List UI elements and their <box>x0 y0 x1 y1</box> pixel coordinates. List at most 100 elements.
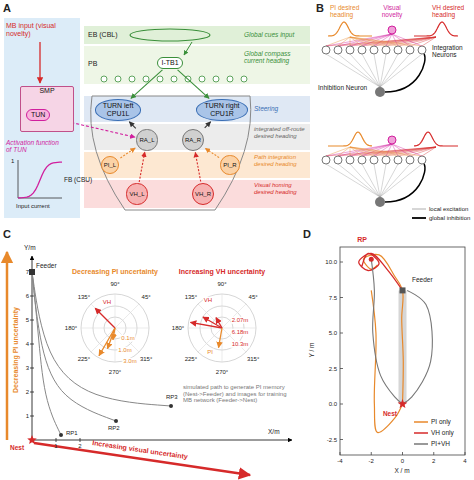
release-point <box>369 257 374 262</box>
axis-tick-label: 1 <box>54 443 57 450</box>
excitation-line <box>350 37 351 46</box>
neuron-circle: RA_L <box>136 129 157 150</box>
excitation-line <box>362 164 380 197</box>
excitation-line <box>380 164 386 197</box>
band-label: integrated off-route desired heading <box>254 126 308 139</box>
node-text: I-TB1 <box>161 59 178 67</box>
legend-sample <box>414 441 428 447</box>
legend-line <box>412 217 426 219</box>
panel-letter: B <box>316 2 324 14</box>
distance-label: 0.1m <box>120 335 135 342</box>
plot-title: Activation function of TUN <box>6 139 62 153</box>
excitation-line <box>410 147 436 156</box>
node-text: VH_R <box>195 191 211 198</box>
angle-label: 90° <box>110 281 119 288</box>
excitation-line <box>326 147 350 156</box>
connector <box>131 70 162 98</box>
excitation-line <box>398 147 436 156</box>
connector <box>178 70 209 98</box>
axis-tick <box>340 262 343 263</box>
legend-text: PI+VH <box>431 440 450 447</box>
axis-tick <box>340 297 343 298</box>
excitation-line <box>338 164 380 197</box>
integration-neuron <box>334 46 342 54</box>
integration-neuron <box>418 46 426 54</box>
node-text: PI_L <box>104 162 116 169</box>
connector <box>205 148 219 157</box>
protocerebral-glomerulus <box>171 76 177 82</box>
axis-tick <box>30 416 34 417</box>
input-label: VH desired heading <box>432 4 472 18</box>
legend-text: PI only <box>431 418 451 425</box>
global-inhibition-line <box>385 54 425 92</box>
excitation-line <box>380 164 398 197</box>
excitation-line <box>380 54 398 87</box>
axis-label: Input current <box>16 203 50 210</box>
axis-tick-label: 6 <box>26 293 29 300</box>
neuron-pill: TUN <box>26 109 50 121</box>
node-text: PI_R <box>223 162 236 169</box>
excitation-line <box>338 37 436 46</box>
protocerebral-glomerulus <box>213 76 219 82</box>
excitation-line <box>350 37 398 46</box>
protocerebral-glomerulus <box>101 76 107 82</box>
release-point-label: RP2 <box>108 425 120 432</box>
simulated-path <box>32 272 61 435</box>
legend-line <box>412 209 426 210</box>
axis-tick <box>56 438 57 442</box>
distance-label: 2.07m <box>231 317 250 324</box>
node-text: RA_R <box>185 137 201 144</box>
legend-text: local excitation <box>429 206 468 212</box>
legend-line <box>414 421 428 423</box>
angle-label: 90° <box>217 281 226 288</box>
excitation-line <box>350 147 410 156</box>
axis-tick-label: 10.0 <box>325 259 337 266</box>
excitation-line <box>350 147 436 156</box>
axis-tick <box>30 320 34 321</box>
heading-vector <box>190 322 222 328</box>
integration-neuron <box>346 156 354 164</box>
angle-label: 135° <box>185 294 197 301</box>
connector <box>120 148 135 158</box>
plot-axis <box>18 160 19 198</box>
integration-neuron <box>418 156 426 164</box>
axis-tick-label: -2.5 <box>327 436 337 443</box>
integration-neuron <box>394 46 402 54</box>
layer-band <box>84 46 310 84</box>
pi-path <box>371 290 402 432</box>
excitation-line <box>350 147 398 156</box>
excitation-line <box>350 147 351 156</box>
angle-label: 270° <box>109 369 121 376</box>
axis-tick <box>30 368 34 369</box>
legend-item: global inhibition <box>412 215 470 221</box>
inhibition-neuron <box>375 197 385 207</box>
excitation-line <box>326 37 350 46</box>
pi-vh-path <box>371 259 402 404</box>
neuron-circle: PI_R <box>220 155 239 174</box>
axis-tick <box>30 392 34 393</box>
integration-neuron <box>358 156 366 164</box>
polar-spoke <box>222 294 223 328</box>
axis-tick-label: 2.5 <box>329 365 337 372</box>
compass-arrow <box>184 42 192 55</box>
region-label: FB (CBU) <box>64 176 94 183</box>
nest-star <box>27 435 37 444</box>
location-label: Nest <box>383 410 397 417</box>
neuron-label: Inhibition Neuron <box>318 84 372 91</box>
side-panel <box>4 18 80 218</box>
legend-sample <box>414 419 428 425</box>
legend-sample <box>414 430 428 436</box>
integration-neuron <box>382 46 390 54</box>
neuron-circle: VH_L <box>126 183 147 204</box>
integration-neuron <box>394 156 402 164</box>
tuning-curve <box>328 22 372 36</box>
excitation-line <box>362 54 380 87</box>
axis-tick-label: 4 <box>26 341 29 348</box>
connector <box>129 122 135 129</box>
legend-text: global inhibition <box>429 215 470 221</box>
feeder-marker <box>400 287 406 293</box>
node-text: TURN left <box>103 102 134 110</box>
release-point-label: RP1 <box>66 430 78 437</box>
axis-tick-label: 0.0 <box>329 401 337 408</box>
